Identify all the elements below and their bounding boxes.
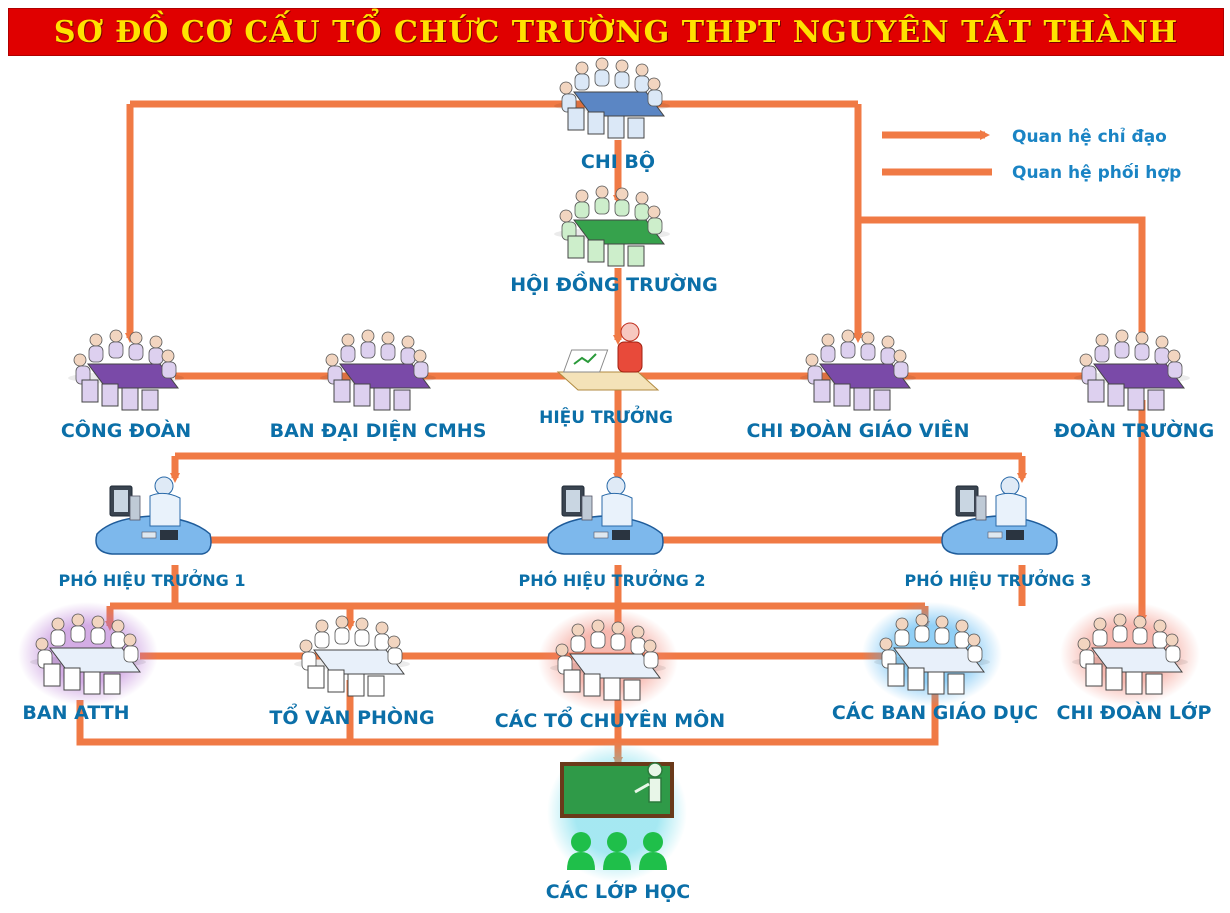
node-pho-hieu-truong-3: PHÓ HIỆU TRƯỞNG 3 — [905, 476, 1092, 590]
cac-ban-giao-duc-label: CÁC BAN GIÁO DỤC — [832, 701, 1038, 724]
unit-bottom-bar — [76, 686, 939, 746]
node-cac-lop-hoc: CÁC LỚP HỌC — [546, 742, 690, 903]
doan-truong-meeting-icon — [1073, 329, 1191, 411]
node-pho-hieu-truong-1: PHÓ HIỆU TRƯỞNG 1 — [59, 476, 246, 590]
node-cong-doan: CÔNG ĐOÀN — [61, 329, 191, 442]
diagram-title: SƠ ĐỒ CƠ CẤU TỔ CHỨC TRƯỜNG THPT NGUYÊN … — [53, 14, 1179, 50]
chi-doan-lop-label: CHI ĐOÀN LỚP — [1057, 700, 1212, 724]
node-cac-ban-giao-duc: CÁC BAN GIÁO DỤC — [832, 602, 1038, 724]
node-chi-doan-giao-vien: CHI ĐOÀN GIÁO VIÊN — [746, 329, 970, 442]
ban-atth-label: BAN ATTH — [22, 702, 129, 724]
nodes-layer: CHI BỘ HỘI ĐỒNG TRƯỜNG CÔNG ĐOÀN BAN ĐẠI DI… — [18, 57, 1214, 903]
node-chi-doan-lop: CHI ĐOÀN LỚP — [1057, 602, 1212, 724]
ban-dai-dien-cmhs-label: BAN ĐẠI DIỆN CMHS — [270, 418, 487, 442]
node-to-van-phong: TỔ VĂN PHÒNG — [269, 615, 435, 729]
to-van-phong-meeting-icon — [293, 615, 411, 697]
chi-bo-meeting-icon — [553, 57, 671, 139]
node-ban-atth: BAN ATTH — [18, 602, 158, 724]
chi-doan-giao-vien-meeting-icon — [799, 329, 917, 411]
pho-hieu-truong-2-computer-desk-icon — [547, 476, 664, 555]
cong-doan-label: CÔNG ĐOÀN — [61, 418, 191, 442]
ban-dai-dien-cmhs-meeting-icon — [319, 329, 437, 411]
hoi-dong-truong-meeting-icon — [553, 185, 671, 267]
legend-coordination-label: Quan hệ phối hợp — [1012, 162, 1181, 183]
pho-hieu-truong-1-label: PHÓ HIỆU TRƯỞNG 1 — [59, 569, 246, 590]
cac-to-chuyen-mon-label: CÁC TỔ CHUYÊN MÔN — [495, 705, 725, 732]
doan-truong-label: ĐOÀN TRƯỜNG — [1054, 418, 1214, 442]
pho-hieu-truong-3-computer-desk-icon — [941, 476, 1058, 555]
cong-doan-meeting-icon — [67, 329, 185, 411]
to-van-phong-label: TỔ VĂN PHÒNG — [269, 702, 434, 729]
pho-hieu-truong-3-label: PHÓ HIỆU TRƯỞNG 3 — [905, 569, 1092, 590]
node-pho-hieu-truong-2: PHÓ HIỆU TRƯỞNG 2 — [519, 476, 706, 590]
edge-to-doan-truong — [858, 216, 1147, 345]
chi-bo-label: CHI BỘ — [581, 149, 655, 173]
node-ban-dai-dien-cmhs: BAN ĐẠI DIỆN CMHS — [270, 329, 487, 442]
cac-lop-hoc-label: CÁC LỚP HỌC — [546, 879, 690, 903]
node-hieu-truong: HIỆU TRƯỞNG — [539, 322, 673, 428]
principal-desk-icon — [556, 322, 660, 391]
classroom-icon — [560, 762, 674, 870]
legend-directive-label: Quan hệ chỉ đạo — [1012, 127, 1167, 147]
hieu-truong-label: HIỆU TRƯỞNG — [539, 404, 673, 428]
title-bar: SƠ ĐỒ CƠ CẤU TỔ CHỨC TRƯỜNG THPT NGUYÊN … — [8, 8, 1224, 56]
chi-doan-giao-vien-label: CHI ĐOÀN GIÁO VIÊN — [746, 419, 969, 442]
node-cac-to-chuyen-mon: CÁC TỔ CHUYÊN MÔN — [495, 608, 725, 732]
node-hoi-dong-truong: HỘI ĐỒNG TRƯỜNG — [510, 185, 718, 296]
hoi-dong-truong-label: HỘI ĐỒNG TRƯỜNG — [510, 270, 717, 296]
node-doan-truong: ĐOÀN TRƯỜNG — [1054, 329, 1214, 442]
pho-hieu-truong-1-computer-desk-icon — [95, 476, 212, 555]
pho-hieu-truong-2-label: PHÓ HIỆU TRƯỞNG 2 — [519, 569, 706, 590]
node-chi-bo: CHI BỘ — [553, 57, 671, 173]
